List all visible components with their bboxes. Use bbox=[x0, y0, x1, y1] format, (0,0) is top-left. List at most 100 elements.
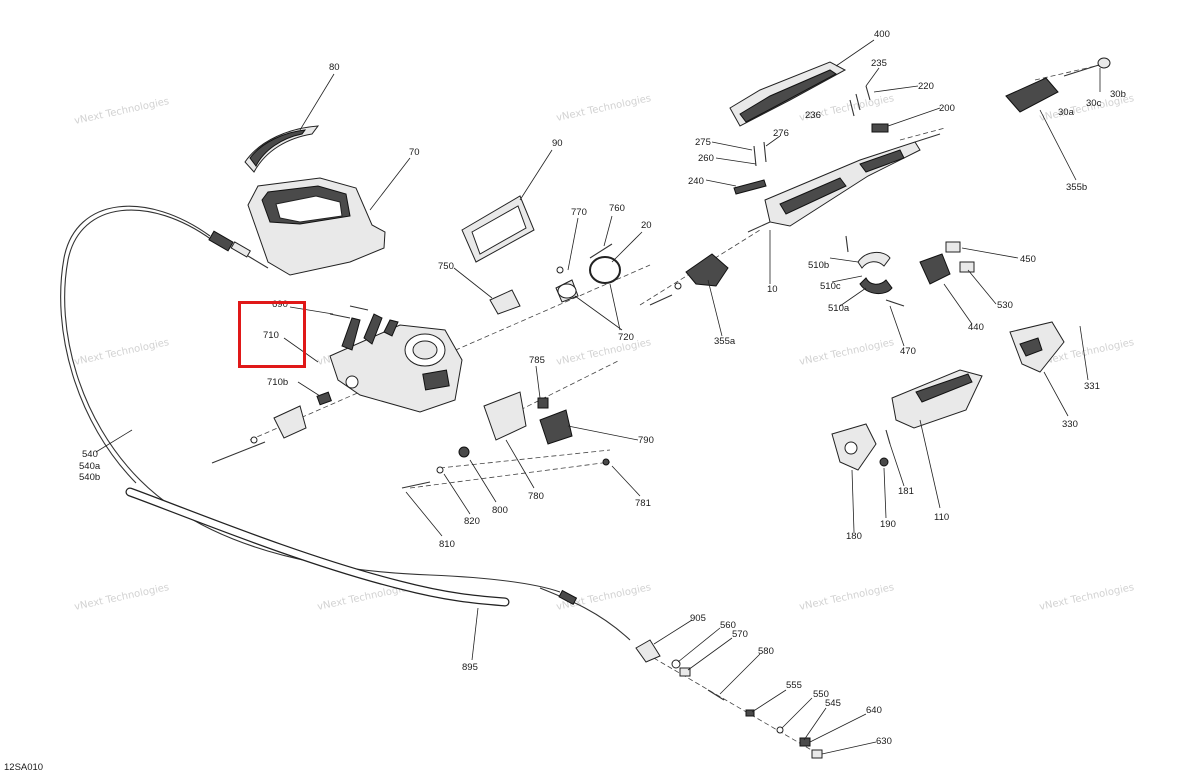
bolt bbox=[401, 481, 431, 489]
callout-110: 110 bbox=[934, 512, 949, 523]
lever bbox=[733, 179, 767, 195]
grip bbox=[1005, 77, 1059, 113]
callout-540: 540 bbox=[82, 449, 98, 460]
callout-80: 80 bbox=[329, 62, 340, 73]
steering-housing bbox=[329, 313, 463, 413]
callout-260: 260 bbox=[698, 153, 714, 164]
switch-plug bbox=[959, 261, 975, 273]
callout-235: 235 bbox=[871, 58, 887, 69]
nut bbox=[879, 457, 889, 467]
watermark: vNext Technologies bbox=[73, 582, 170, 613]
callout-450: 450 bbox=[1020, 254, 1036, 265]
callout-276: 276 bbox=[773, 128, 789, 139]
callout-240: 240 bbox=[688, 176, 704, 187]
callout-781: 781 bbox=[635, 498, 651, 509]
knob bbox=[945, 241, 961, 253]
nut bbox=[458, 446, 470, 458]
screw bbox=[349, 305, 369, 311]
callout-20: 20 bbox=[641, 220, 652, 231]
callout-545: 545 bbox=[825, 698, 841, 709]
callout-10: 10 bbox=[767, 284, 778, 295]
clamp-upper bbox=[857, 252, 891, 269]
screw bbox=[865, 85, 871, 101]
switch-bracket bbox=[919, 253, 951, 285]
gasket-frame bbox=[461, 195, 535, 263]
watermark: vNext Technologies bbox=[798, 582, 895, 613]
screw bbox=[849, 99, 855, 117]
callout-800: 800 bbox=[492, 505, 508, 516]
callout-780: 780 bbox=[528, 491, 544, 502]
callout-555: 555 bbox=[786, 680, 802, 691]
screw bbox=[855, 93, 861, 111]
cable-fitting bbox=[208, 230, 269, 269]
clip bbox=[871, 123, 889, 133]
screw bbox=[763, 141, 767, 163]
watermark: vNext Technologies bbox=[73, 337, 170, 368]
callout-510b: 510b bbox=[808, 260, 829, 271]
callout-540a: 540a bbox=[79, 461, 101, 472]
watermark: vNext Technologies bbox=[798, 337, 895, 368]
screw bbox=[753, 145, 757, 167]
cable-lower-run bbox=[539, 587, 631, 641]
callout-30a: 30a bbox=[1058, 107, 1075, 118]
plug bbox=[537, 397, 549, 409]
callout-550: 550 bbox=[813, 689, 829, 700]
grommet bbox=[273, 405, 307, 439]
callout-720: 720 bbox=[618, 332, 634, 343]
callout-570: 570 bbox=[732, 629, 748, 640]
pin bbox=[589, 243, 613, 259]
callout-630: 630 bbox=[876, 736, 892, 747]
watermark: vNext Technologies bbox=[73, 96, 170, 127]
callout-70: 70 bbox=[409, 147, 420, 158]
watermark: vNext Technologies bbox=[1038, 582, 1135, 613]
watermark: vNext Technologies bbox=[555, 93, 652, 124]
callout-530: 530 bbox=[997, 300, 1013, 311]
callout-560: 560 bbox=[720, 620, 736, 631]
connector bbox=[539, 409, 573, 445]
callout-895: 895 bbox=[462, 662, 478, 673]
ring-clip bbox=[589, 256, 621, 284]
callout-820: 820 bbox=[464, 516, 480, 527]
gauge-housing bbox=[247, 177, 386, 276]
callout-690: 690 bbox=[272, 299, 288, 310]
callout-710b: 710b bbox=[267, 377, 288, 388]
callout-710: 710 bbox=[263, 330, 279, 341]
steering-column bbox=[747, 133, 941, 233]
callout-400: 400 bbox=[874, 29, 890, 40]
rubber-boot bbox=[685, 253, 729, 287]
callout-30c: 30c bbox=[1086, 98, 1102, 109]
cable-end-sleeve bbox=[635, 639, 661, 663]
callout-180: 180 bbox=[846, 531, 862, 542]
callout-236: 236 bbox=[805, 110, 821, 121]
callout-810: 810 bbox=[439, 539, 455, 550]
callout-540b: 540b bbox=[79, 472, 100, 483]
callout-580: 580 bbox=[758, 646, 774, 657]
throttle-cable bbox=[64, 209, 561, 593]
screw bbox=[885, 429, 891, 445]
callout-750: 750 bbox=[438, 261, 454, 272]
callout-355a: 355a bbox=[714, 336, 736, 347]
callout-470: 470 bbox=[900, 346, 916, 357]
callout-640: 640 bbox=[866, 705, 882, 716]
callout-330: 330 bbox=[1062, 419, 1078, 430]
callout-770: 770 bbox=[571, 207, 587, 218]
callout-200: 200 bbox=[939, 103, 955, 114]
brand-trim-panel bbox=[891, 369, 983, 429]
drawing-code: 12SA010 bbox=[4, 762, 44, 773]
callout-90: 90 bbox=[552, 138, 563, 149]
clamp-lower bbox=[859, 277, 893, 294]
bracket bbox=[885, 299, 905, 307]
watermark: vNext Technologies bbox=[555, 337, 652, 368]
callout-30b: 30b bbox=[1110, 89, 1126, 100]
callout-220: 220 bbox=[918, 81, 934, 92]
electronic-bracket bbox=[483, 391, 527, 441]
callout-331: 331 bbox=[1084, 381, 1100, 392]
callout-440: 440 bbox=[968, 322, 984, 333]
callout-275: 275 bbox=[695, 137, 711, 148]
callout-785: 785 bbox=[529, 355, 545, 366]
highlight-box-710 bbox=[238, 301, 306, 368]
callout-510a: 510a bbox=[828, 303, 850, 314]
long-bolt bbox=[211, 441, 266, 464]
